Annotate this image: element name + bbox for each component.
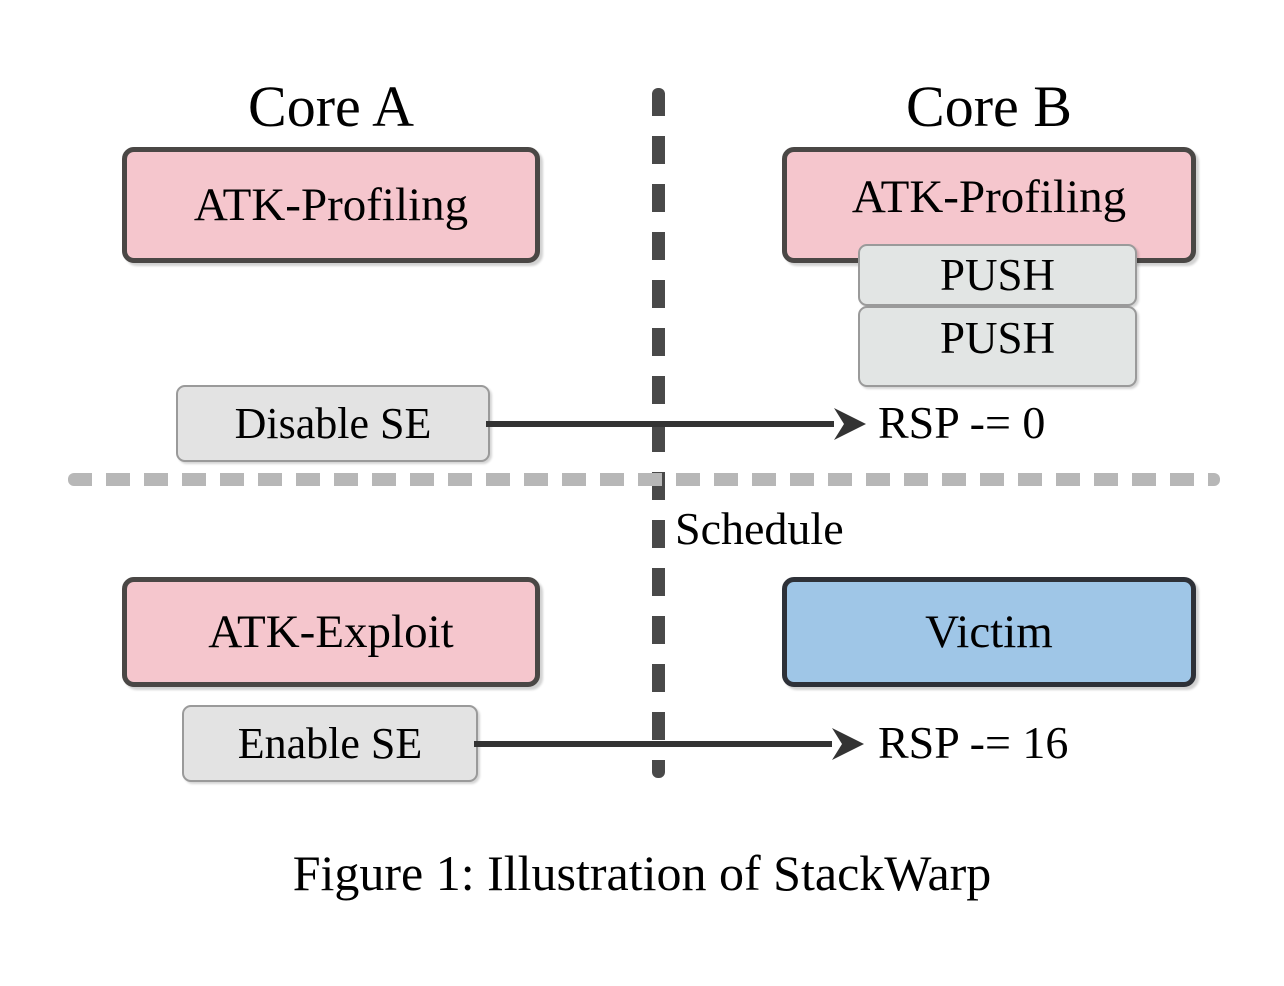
core-a-enable-se-box: Enable SE (182, 705, 478, 782)
horizontal-dashed-divider (68, 473, 1220, 486)
schedule-arrow-top (486, 408, 866, 440)
arrow-head-top (834, 408, 866, 440)
core-a-disable-se-box: Disable SE (176, 385, 490, 462)
core-a-heading: Core A (248, 74, 414, 139)
schedule-arrow-bottom (474, 728, 864, 760)
arrow-head-bottom (832, 728, 864, 760)
schedule-label: Schedule (675, 503, 844, 554)
core-b-heading: Core B (906, 74, 1072, 139)
core-b-push-instruction-1: PUSH (858, 244, 1137, 306)
core-b-victim-box: Victim (782, 577, 1196, 687)
core-a-atk-profiling-box: ATK-Profiling (122, 147, 540, 263)
core-b-rsp-result-profiling: RSP -= 0 (878, 397, 1046, 448)
figure-caption: Figure 1: Illustration of StackWarp (292, 845, 992, 901)
vertical-dashed-divider (652, 88, 665, 778)
core-a-atk-exploit-box: ATK-Exploit (122, 577, 540, 687)
core-b-rsp-result-exploit: RSP -= 16 (878, 717, 1069, 768)
core-b-push-instruction-2: PUSH (858, 306, 1137, 387)
